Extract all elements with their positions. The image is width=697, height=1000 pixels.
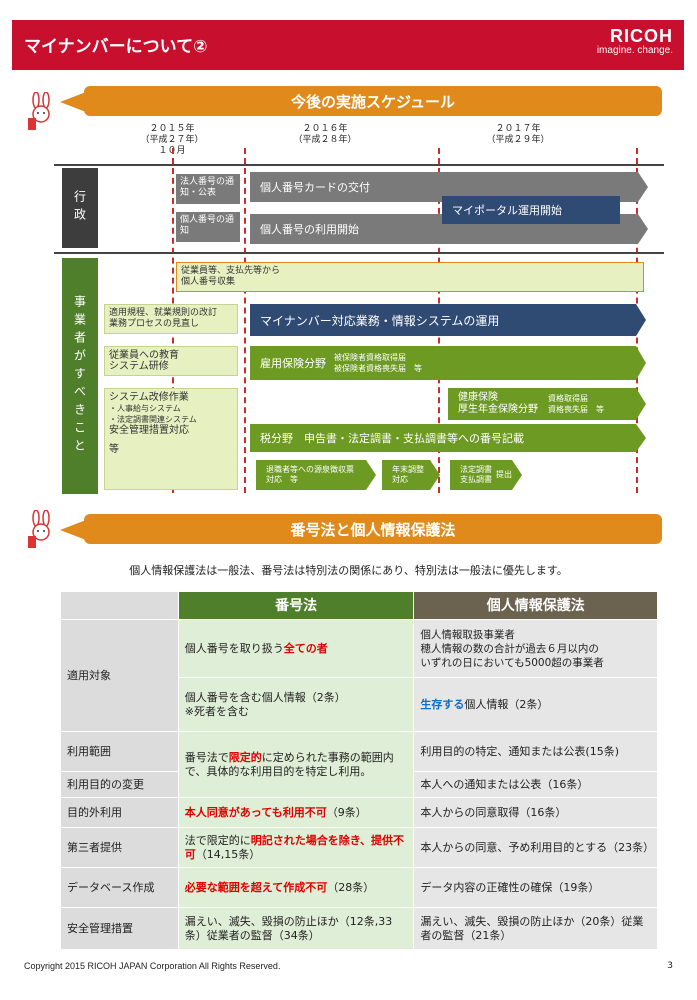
employee-training-box: 従業員への教育 システム研修 bbox=[104, 346, 238, 376]
collect-numbers-box: 従業員等、支払先等から 個人番号収集 bbox=[176, 262, 644, 292]
page-title: マイナンバーについて② bbox=[24, 37, 208, 57]
banner-pointer bbox=[60, 92, 86, 112]
operations-bar: マイナンバー対応業務・情報システムの運用 bbox=[250, 304, 646, 336]
gov-side-label: 行政 bbox=[62, 168, 98, 248]
table-row: 第三者提供 法で限定的に明記された場合を除き、提供不可（14,15条） 本人から… bbox=[60, 827, 658, 868]
table-row: 目的外利用 本人同意があっても利用不可（9条） 本人からの同意取得（16条） bbox=[60, 797, 658, 828]
corporate-number-note: 法人番号の通知・公表 bbox=[176, 174, 240, 204]
table-row: データベース作成 必要な範囲を超えて作成不可（28条） データ内容の正確性の確保… bbox=[60, 867, 658, 908]
myportal-bar: マイポータル運用開始 bbox=[442, 196, 620, 224]
year-2015: ２０１５年（平成２７年）１０月 bbox=[140, 124, 204, 156]
timeline-separator-mid bbox=[54, 252, 664, 254]
year-2017: ２０１７年（平成２９年） bbox=[486, 124, 550, 145]
year-end-adjustment-bar: 年末調整 対応 bbox=[382, 460, 440, 490]
rabbit-mascot-icon bbox=[28, 92, 50, 130]
law-intro-text: 個人情報保護法は一般法、番号法は特別法の関係にあり、特別法は一般法に優先します。 bbox=[129, 564, 568, 577]
timeline-separator-top bbox=[54, 164, 664, 166]
table-row: 適用対象 個人番号を取り扱う全ての者 個人情報取扱事業者 穂人情報の数の合計が過… bbox=[60, 619, 658, 732]
table-row: 安全管理措置 漏えい、滅失、毀損の防止ほか（12条,33条）従業者の監督（34条… bbox=[60, 907, 658, 950]
statutory-reports-bar: 法定調書 支払調書提出 bbox=[450, 460, 522, 490]
schedule-banner: 今後の実施スケジュール bbox=[84, 86, 662, 116]
table-row: 個人番号を含む個人情報（2条） ※死者を含む 生存する個人情報（2条） bbox=[61, 677, 658, 732]
page-number: 3 bbox=[667, 961, 673, 971]
law-comparison-table: 番号法 個人情報保護法 適用対象 個人番号を取り扱う全ての者 個人情報取扱事業者… bbox=[60, 591, 658, 950]
year-2016: ２０１６年（平成２８年） bbox=[293, 124, 357, 145]
table-row: 利用範囲 番号法で限定的に定められた事務の範囲内で、具体的な利用目的を特定し利用… bbox=[60, 731, 658, 798]
tax-field-bar: 税分野 申告書・法定調書・支払調書等への番号記載 bbox=[250, 424, 646, 452]
employment-insurance-bar: 雇用保険分野 被保険者資格取得届被保険者資格喪失届 等 bbox=[250, 346, 646, 380]
header-privacy-law: 個人情報保護法 bbox=[413, 591, 658, 620]
banner-pointer-2 bbox=[60, 520, 86, 540]
table-header-row: 番号法 個人情報保護法 bbox=[60, 591, 658, 620]
system-modification-box: システム改修作業 ・人事給与システム ・法定調書関連システム 安全管理措置対応 … bbox=[104, 388, 238, 490]
law-banner: 番号法と個人情報保護法 bbox=[84, 514, 662, 544]
timeline-marker-2016 bbox=[244, 148, 246, 493]
header-bar bbox=[12, 20, 684, 70]
logo-tagline: imagine. change. bbox=[596, 45, 673, 56]
withholding-slip-bar: 退職者等への源泉徴収票 対応 等 bbox=[256, 460, 376, 490]
header-number-law: 番号法 bbox=[177, 591, 415, 620]
logo-main: RICOH bbox=[610, 26, 673, 46]
copyright-text: Copyright 2015 RICOH JAPAN Corporation A… bbox=[24, 961, 281, 971]
biz-side-label: 事業者がすべきこと bbox=[62, 258, 98, 494]
rabbit-mascot-icon-2 bbox=[28, 510, 50, 548]
rules-revision-box: 適用規程、就業規則の改訂 業務プロセスの見直し bbox=[104, 304, 238, 334]
ricoh-logo: RICOH imagine. change. bbox=[597, 26, 673, 56]
health-insurance-bar: 健康保険厚生年金保険分野 資格取得届資格喪失届 等 bbox=[448, 388, 646, 420]
table-row: 利用目的の変更 本人への通知または公表（16条） bbox=[60, 771, 658, 798]
personal-number-note: 個人番号の通知 bbox=[176, 212, 240, 242]
